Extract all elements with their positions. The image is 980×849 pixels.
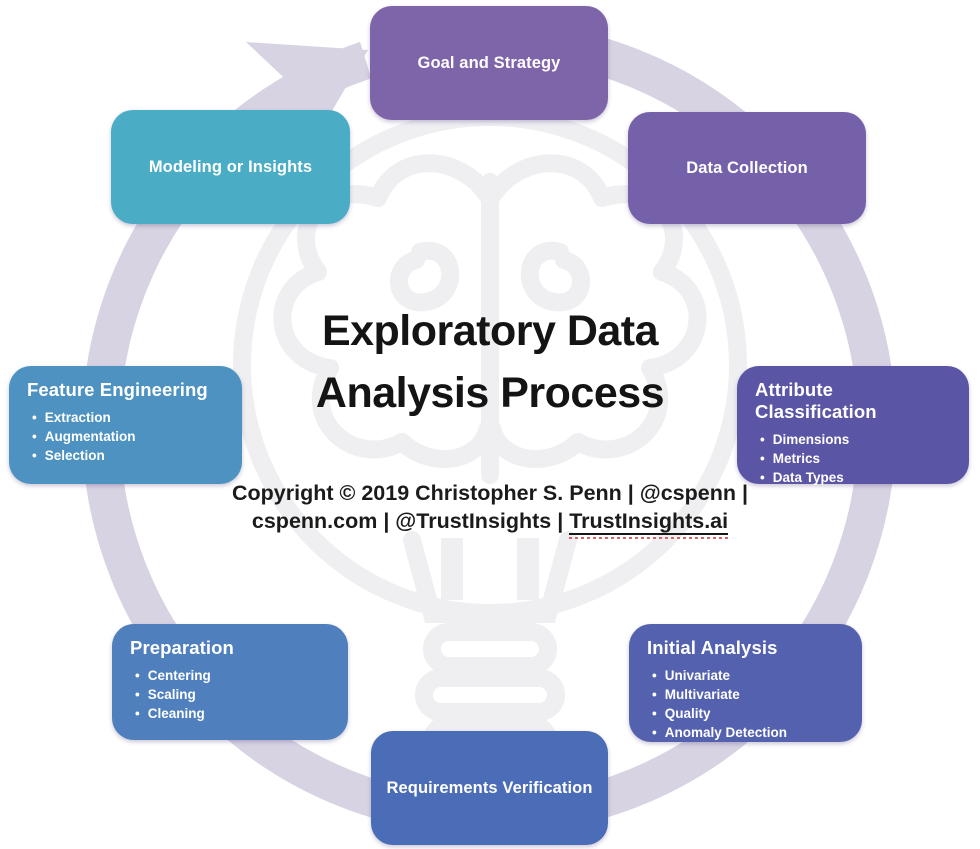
node-label: Feature Engineering [27, 379, 208, 400]
node-feature-engineering: Feature Engineering ExtractionAugmentati… [9, 366, 242, 484]
title-line-2: Analysis Process [315, 369, 665, 418]
bullet-item: Multivariate [652, 687, 846, 702]
title-line-1: Exploratory Data [321, 307, 659, 355]
node-attribute-classification: Attribute Classification DimensionsMetri… [737, 366, 969, 485]
node-label: Initial Analysis [647, 637, 778, 658]
bullet-list: ExtractionAugmentationSelection [27, 410, 226, 463]
copyright-line-2: cspenn.com | @TrustInsights | [251, 509, 570, 534]
bullet-item: Centering [135, 668, 332, 683]
bullet-item: Quality [652, 706, 846, 721]
node-preparation: Preparation CenteringScalingCleaning [112, 624, 348, 740]
node-label: Modeling or Insights [148, 157, 313, 176]
node-label: Preparation [130, 637, 234, 658]
bullet-item: Anomaly Detection [652, 725, 846, 740]
bullet-item: Metrics [760, 451, 953, 466]
node-goal-and-strategy: Goal and Strategy [370, 6, 608, 120]
copyright-text: Copyright © 2019 Christopher S. Penn | @… [210, 479, 770, 536]
node-modeling-or-insights: Modeling or Insights [111, 110, 350, 224]
bullet-item: Augmentation [32, 429, 226, 444]
node-label: Attribute Classification [755, 379, 877, 422]
bullet-item: Extraction [32, 410, 226, 425]
copyright-line-1: Copyright © 2019 Christopher S. Penn | @… [232, 480, 748, 505]
cycle-arrowhead-icon [246, 42, 368, 148]
node-label: Goal and Strategy [417, 53, 561, 72]
node-label: Requirements Verification [386, 778, 593, 797]
trustinsights-link[interactable]: TrustInsights.ai [569, 509, 729, 536]
node-data-collection: Data Collection [628, 112, 866, 224]
bullet-list: CenteringScalingCleaning [130, 668, 332, 721]
bullet-list: UnivariateMultivariateQualityAnomaly Det… [647, 668, 846, 740]
bullet-item: Univariate [652, 668, 846, 683]
bullet-item: Dimensions [760, 432, 953, 447]
bullet-item: Selection [32, 448, 226, 463]
bullet-item: Data Types [760, 470, 953, 485]
bullet-item: Cleaning [135, 706, 332, 721]
node-requirements-verification: Requirements Verification [371, 731, 608, 845]
bullet-item: Scaling [135, 687, 332, 702]
node-initial-analysis: Initial Analysis UnivariateMultivariateQ… [629, 624, 862, 742]
bullet-list: DimensionsMetricsData Types [755, 432, 953, 485]
node-label: Data Collection [686, 158, 808, 177]
